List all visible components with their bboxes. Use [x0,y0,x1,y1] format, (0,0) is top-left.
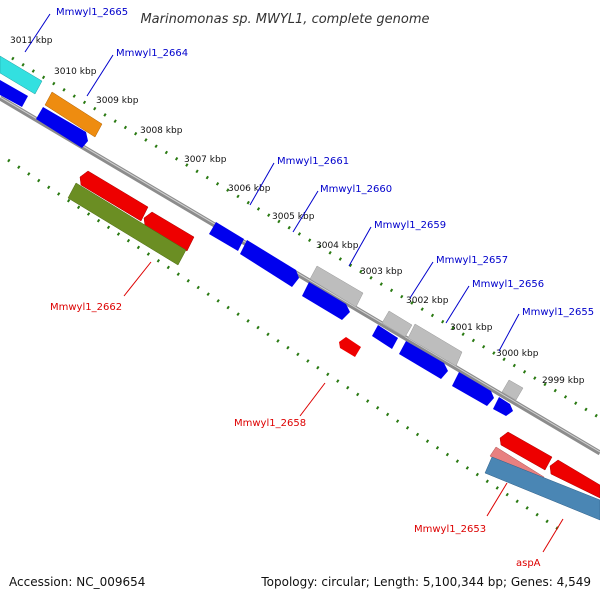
tick-label-3004: 3004 kbp [316,241,359,251]
tick-label-3009: 3009 kbp [96,96,139,106]
gene-label-2664: Mmwyl1_2664 [116,48,188,59]
gene-label-2653: Mmwyl1_2653 [414,524,486,535]
topology-text: Topology: circular; Length: 5,100,344 bp… [260,575,591,589]
tick-label-2999: 2999 kbp [542,376,585,386]
gene-label-2658: Mmwyl1_2658 [234,418,306,429]
gene-label-2660: Mmwyl1_2660 [320,184,392,195]
tick-label-3008: 3008 kbp [140,126,183,136]
gene-feature-2662a [79,170,149,222]
gene-label-2656: Mmwyl1_2656 [472,279,544,290]
tick-label-3010: 3010 kbp [54,67,97,77]
gene-feature-2655 [501,379,524,401]
gene-label-2657: Mmwyl1_2657 [436,255,508,266]
gene-feature-2653b [549,459,600,499]
gene-feature-2658 [339,337,361,357]
gene-labels: Mmwyl1_2665 Mmwyl1_2664 Mmwyl1_2661 Mmwy… [50,7,594,569]
gene-feature-2654 [493,397,513,416]
gene-label-2665: Mmwyl1_2665 [56,7,128,18]
tick-label-3005: 3005 kbp [272,212,315,222]
gene-feature-aspA [484,456,600,521]
tick-label-3006: 3006 kbp [228,184,271,194]
gene-feature-2666 [0,80,28,107]
gene-feature-2661a [209,222,244,251]
forward-strand-features [0,55,524,416]
gene-feature-2663 [36,107,88,148]
label-leaders [24,13,564,553]
gene-feature-2657 [381,310,413,338]
inner-tick-row [7,158,561,532]
gene-feature-2664 [44,91,103,138]
accession-text: Accession: NC_009654 [9,575,145,589]
gene-label-2655: Mmwyl1_2655 [522,307,594,318]
tick-label-3011: 3011 kbp [10,36,53,46]
tick-label-3003: 3003 kbp [360,267,403,277]
tick-labels: 3011 kbp 3010 kbp 3009 kbp 3008 kbp 3007… [10,36,585,386]
gene-feature-2656b [399,341,448,379]
genome-title: Marinomonas sp. MWYL1, complete genome [140,12,429,27]
gene-feature-2655b [452,372,494,406]
gene-feature-2656 [407,323,463,367]
gene-feature-2658b [372,325,398,349]
gene-feature-2662 [67,182,187,266]
gene-feature-2665 [0,55,43,95]
tick-label-3007: 3007 kbp [184,155,227,165]
outer-tick-row [11,56,600,420]
gene-feature-2661 [240,240,299,287]
genome-backbone [0,95,600,456]
tick-label-3001: 3001 kbp [450,323,493,333]
tick-label-3002: 3002 kbp [406,296,449,306]
gene-feature-2659 [309,265,364,308]
gene-feature-2660 [302,282,350,320]
gene-label-2662: Mmwyl1_2662 [50,302,122,313]
gene-label-aspA: aspA [516,558,541,569]
tick-label-3000: 3000 kbp [496,349,539,359]
gene-feature-2653a [499,431,553,471]
gene-label-2661: Mmwyl1_2661 [277,156,349,167]
reverse-strand-features [67,170,600,521]
gene-label-2659: Mmwyl1_2659 [374,220,446,231]
